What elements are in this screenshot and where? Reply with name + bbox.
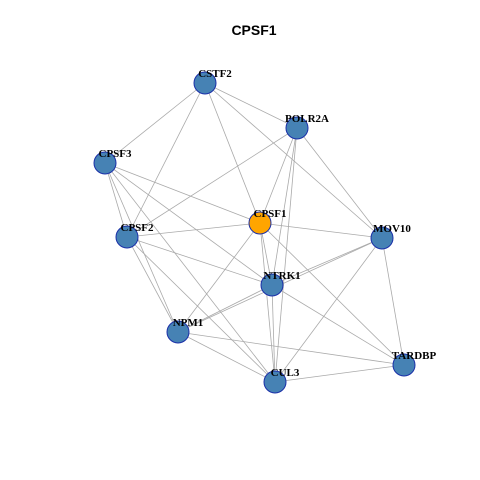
edges-layer: [104, 82, 405, 383]
node-cpsf3[interactable]: CPSF3: [93, 148, 133, 175]
edge-cstf2-cpsf2: [126, 82, 206, 238]
edge-npm1-tardbp: [177, 331, 405, 366]
edge-cstf2-polr2a: [204, 82, 298, 129]
edge-polr2a-cpsf1: [259, 127, 298, 224]
edge-cpsf2-cul3: [126, 236, 276, 383]
node-label: CUL3: [271, 367, 300, 379]
node-circle[interactable]: [392, 353, 416, 377]
node-label: POLR2A: [285, 113, 329, 125]
edge-cpsf3-cul3: [104, 162, 276, 383]
node-circle[interactable]: [370, 226, 394, 250]
node-ntrk1[interactable]: NTRK1: [260, 270, 301, 297]
node-circle[interactable]: [115, 225, 139, 249]
edge-cpsf3-ntrk1: [104, 162, 273, 286]
edge-mov10-ntrk1: [271, 237, 383, 286]
edge-polr2a-cul3: [274, 127, 298, 383]
edge-polr2a-cpsf2: [126, 127, 298, 238]
edge-polr2a-mov10: [296, 127, 383, 239]
node-npm1[interactable]: NPM1: [166, 317, 204, 344]
node-label: MOV10: [373, 223, 411, 235]
node-label: CSTF2: [198, 68, 232, 80]
edge-cstf2-mov10: [204, 82, 383, 239]
edge-cul3-tardbp: [274, 364, 405, 383]
edge-cpsf2-npm1: [126, 236, 179, 333]
edge-cpsf1-cul3: [259, 222, 276, 383]
edge-cpsf3-cpsf2: [104, 162, 128, 238]
edge-ntrk1-npm1: [177, 284, 273, 333]
node-circle[interactable]: [166, 320, 190, 344]
node-label: NTRK1: [263, 270, 300, 282]
node-label: CPSF2: [121, 222, 155, 234]
node-label: NPM1: [173, 317, 204, 329]
edge-npm1-cul3: [177, 331, 276, 383]
edge-mov10-cul3: [274, 237, 383, 383]
edge-cstf2-cpsf3: [104, 82, 206, 164]
node-cstf2[interactable]: CSTF2: [193, 68, 232, 95]
node-circle[interactable]: [93, 151, 117, 175]
node-tardbp[interactable]: TARDBP: [392, 350, 437, 377]
node-circle[interactable]: [260, 273, 284, 297]
edge-cpsf3-npm1: [104, 162, 179, 333]
node-mov10[interactable]: MOV10: [370, 223, 411, 250]
node-cul3[interactable]: CUL3: [263, 367, 300, 394]
node-label: TARDBP: [392, 350, 437, 362]
edge-cpsf3-cpsf1: [104, 162, 261, 224]
edge-cpsf2-ntrk1: [126, 236, 273, 286]
node-label: CPSF3: [99, 148, 133, 160]
node-polr2a[interactable]: POLR2A: [285, 113, 329, 140]
node-cpsf1[interactable]: CPSF1: [248, 208, 287, 235]
edge-cpsf1-cpsf2: [126, 222, 261, 238]
edge-ntrk1-tardbp: [271, 284, 405, 366]
node-circle[interactable]: [263, 370, 287, 394]
edge-cpsf1-tardbp: [259, 222, 405, 366]
node-circle[interactable]: [248, 211, 272, 235]
edge-cpsf1-mov10: [259, 222, 383, 239]
graph-title: CPSF1: [231, 22, 276, 38]
node-label: CPSF1: [254, 208, 287, 220]
edge-ntrk1-cul3: [271, 284, 276, 383]
edge-cstf2-cpsf1: [204, 82, 261, 224]
edge-cpsf1-npm1: [177, 222, 261, 333]
node-circle[interactable]: [285, 116, 309, 140]
edge-polr2a-ntrk1: [271, 127, 298, 286]
node-cpsf2[interactable]: CPSF2: [115, 222, 155, 249]
edge-mov10-tardbp: [381, 237, 405, 366]
node-circle[interactable]: [193, 71, 217, 95]
